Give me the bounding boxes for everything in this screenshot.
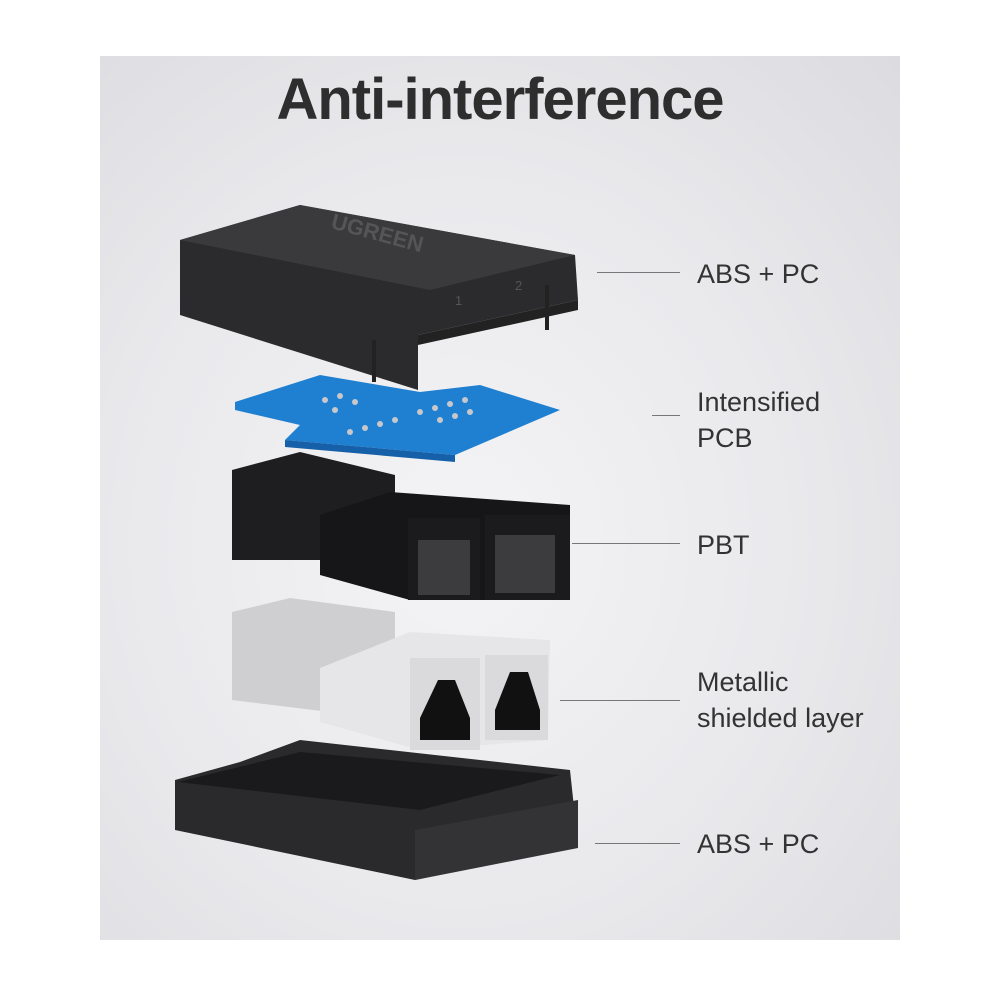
label-text: shielded layer [697, 703, 864, 733]
label-text: PBT [697, 530, 750, 560]
label-text: PCB [697, 423, 753, 453]
label-text: ABS + PC [697, 829, 820, 859]
label-top-cover: ABS + PC [697, 256, 819, 292]
label-shield: Metallic shielded layer [697, 664, 864, 736]
page-title: Anti-interference [276, 67, 724, 132]
port-number-2: 2 [515, 278, 522, 293]
pbt-jack-block [232, 452, 570, 600]
port-number-1: 1 [455, 293, 462, 308]
leader-line-base [595, 843, 680, 844]
leader-line-shield [560, 700, 680, 701]
leader-line-pcb [652, 415, 680, 416]
label-pcb: Intensified PCB [697, 384, 820, 456]
leader-line-top-cover [597, 272, 680, 273]
label-text: Intensified [697, 387, 821, 417]
pcb-board [235, 375, 560, 462]
leader-line-pbt [572, 543, 680, 544]
bottom-base [175, 740, 578, 880]
label-text: Metallic [697, 667, 789, 697]
label-text: ABS + PC [697, 259, 820, 289]
metallic-shield [232, 598, 550, 750]
top-cover: UGREEN 1 2 [180, 205, 578, 390]
label-base: ABS + PC [697, 826, 819, 862]
label-pbt: PBT [697, 527, 750, 563]
